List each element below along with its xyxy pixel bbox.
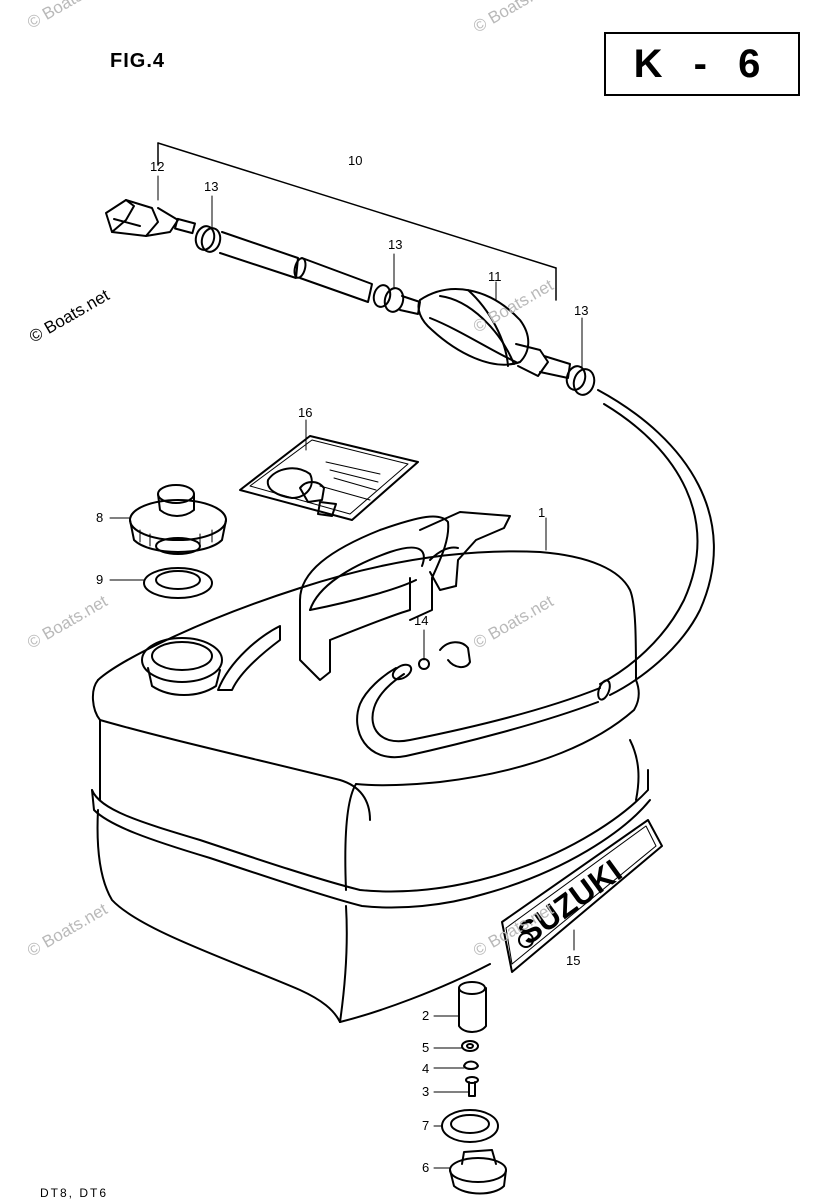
figure-label: FIG.4 bbox=[110, 50, 166, 72]
fuel-tank bbox=[91, 511, 651, 1023]
hose-assembly-bracket bbox=[157, 142, 557, 301]
callout-4: 4 bbox=[422, 1061, 430, 1076]
callout-15: 15 bbox=[566, 953, 581, 968]
callout-8: 8 bbox=[96, 510, 104, 525]
fuel-hose-lower bbox=[356, 389, 715, 759]
section-code-box: K - 6 bbox=[604, 32, 800, 96]
fuel-connector bbox=[105, 199, 196, 237]
hose-clamp-right bbox=[565, 365, 596, 396]
caution-label bbox=[239, 435, 419, 521]
filler-cap bbox=[129, 484, 227, 555]
callout-7: 7 bbox=[422, 1118, 430, 1133]
callout-3: 3 bbox=[422, 1084, 430, 1099]
footer-model-text: DT8, DT6 bbox=[40, 1186, 109, 1200]
section-code: K - 6 bbox=[633, 41, 771, 86]
leader-lines bbox=[109, 175, 583, 1169]
callout-2: 2 bbox=[422, 1008, 430, 1023]
primer-bulb bbox=[417, 288, 571, 379]
callout-1: 1 bbox=[538, 505, 546, 520]
callout-11: 11 bbox=[488, 269, 502, 284]
suzuki-decal bbox=[501, 819, 663, 973]
callout-5: 5 bbox=[422, 1040, 430, 1055]
hose-clamp-middle bbox=[372, 284, 421, 315]
tank-stand bbox=[458, 981, 487, 1033]
callout-9: 9 bbox=[96, 572, 104, 587]
spring-washer bbox=[463, 1060, 479, 1070]
washer bbox=[461, 1040, 479, 1052]
screw bbox=[465, 1076, 479, 1097]
hose-clamp-left bbox=[194, 225, 222, 253]
callout-13: 13 bbox=[388, 237, 403, 252]
drain-gasket bbox=[441, 1109, 499, 1143]
callout-12: 12 bbox=[150, 159, 165, 174]
callout-13: 13 bbox=[204, 179, 219, 194]
decal-text: SUZUKI bbox=[511, 853, 629, 952]
drain-plug bbox=[449, 1149, 507, 1195]
callout-16: 16 bbox=[298, 405, 313, 420]
cap-gasket bbox=[143, 567, 213, 599]
callout-14: 14 bbox=[414, 613, 429, 628]
fuel-hose-upper bbox=[219, 231, 373, 303]
callout-10: 10 bbox=[348, 153, 363, 168]
callout-6: 6 bbox=[422, 1160, 430, 1175]
callout-13: 13 bbox=[574, 303, 589, 318]
